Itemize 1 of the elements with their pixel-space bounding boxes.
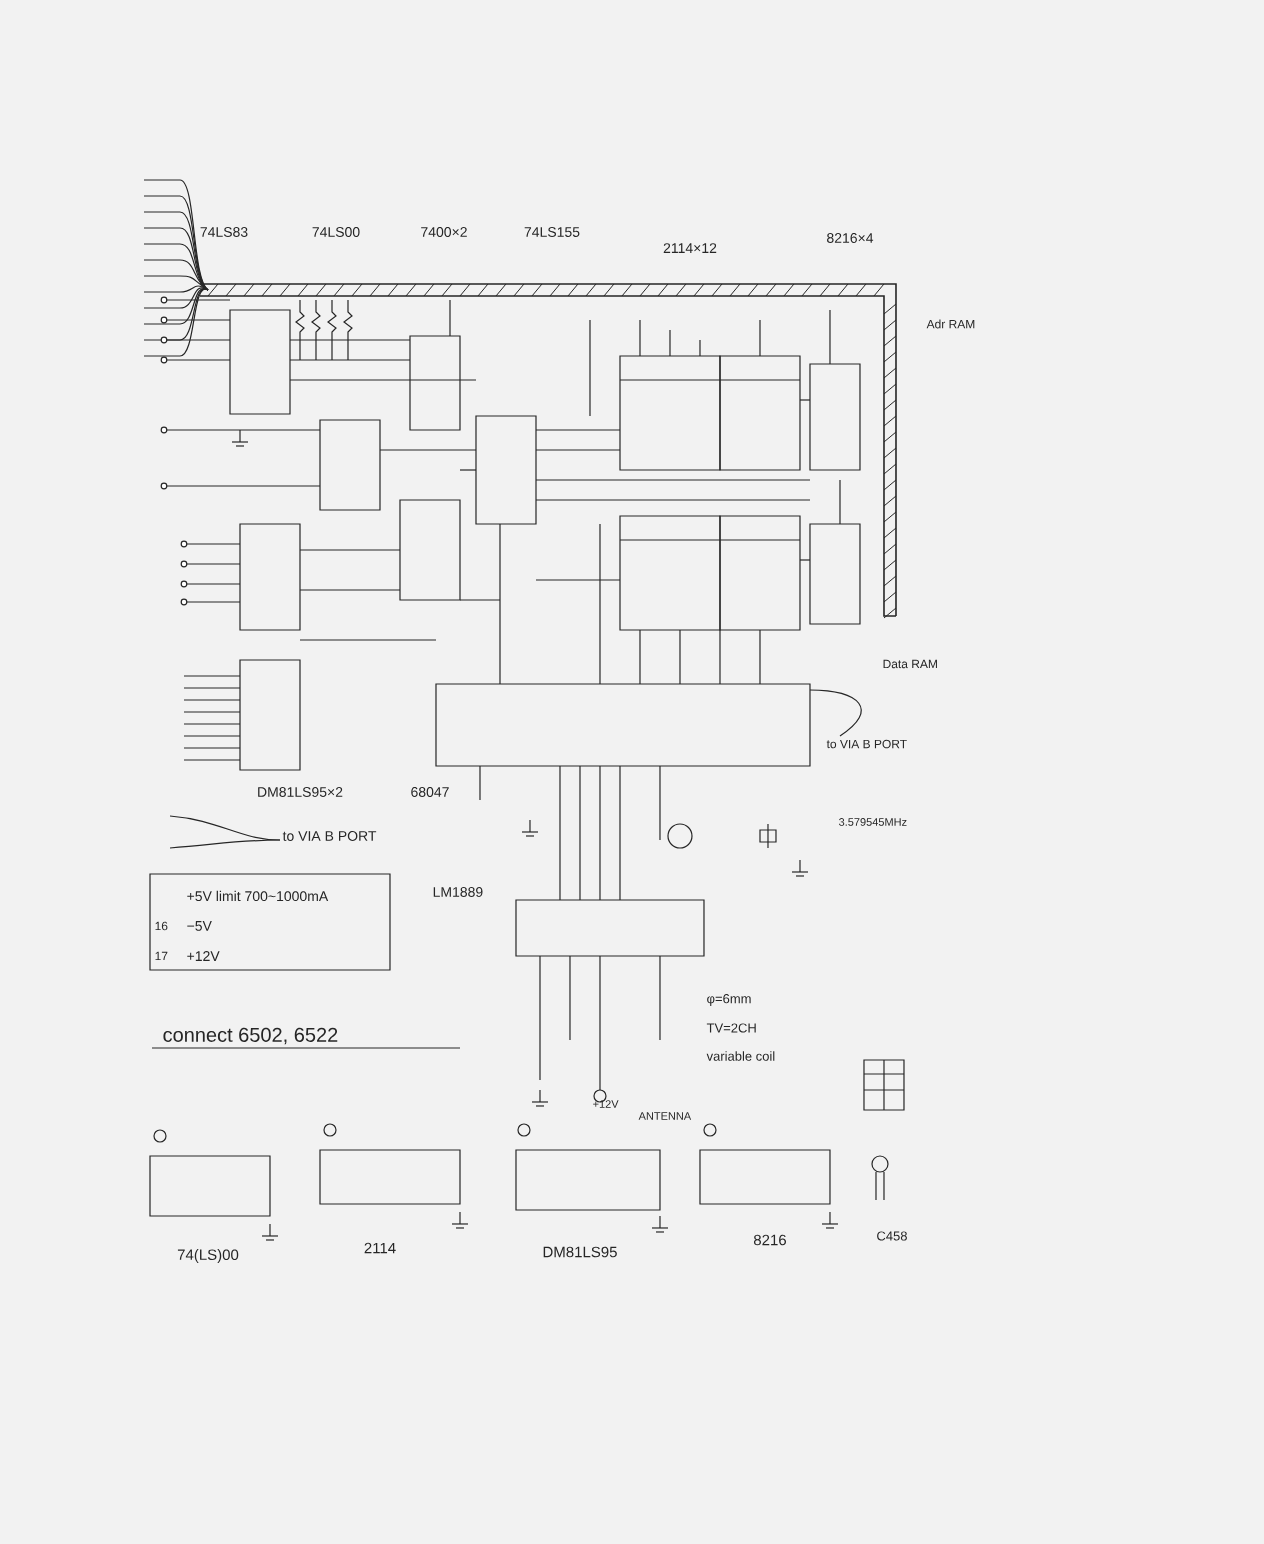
part-label: connect 6502, 6522 [163,1027,338,1045]
